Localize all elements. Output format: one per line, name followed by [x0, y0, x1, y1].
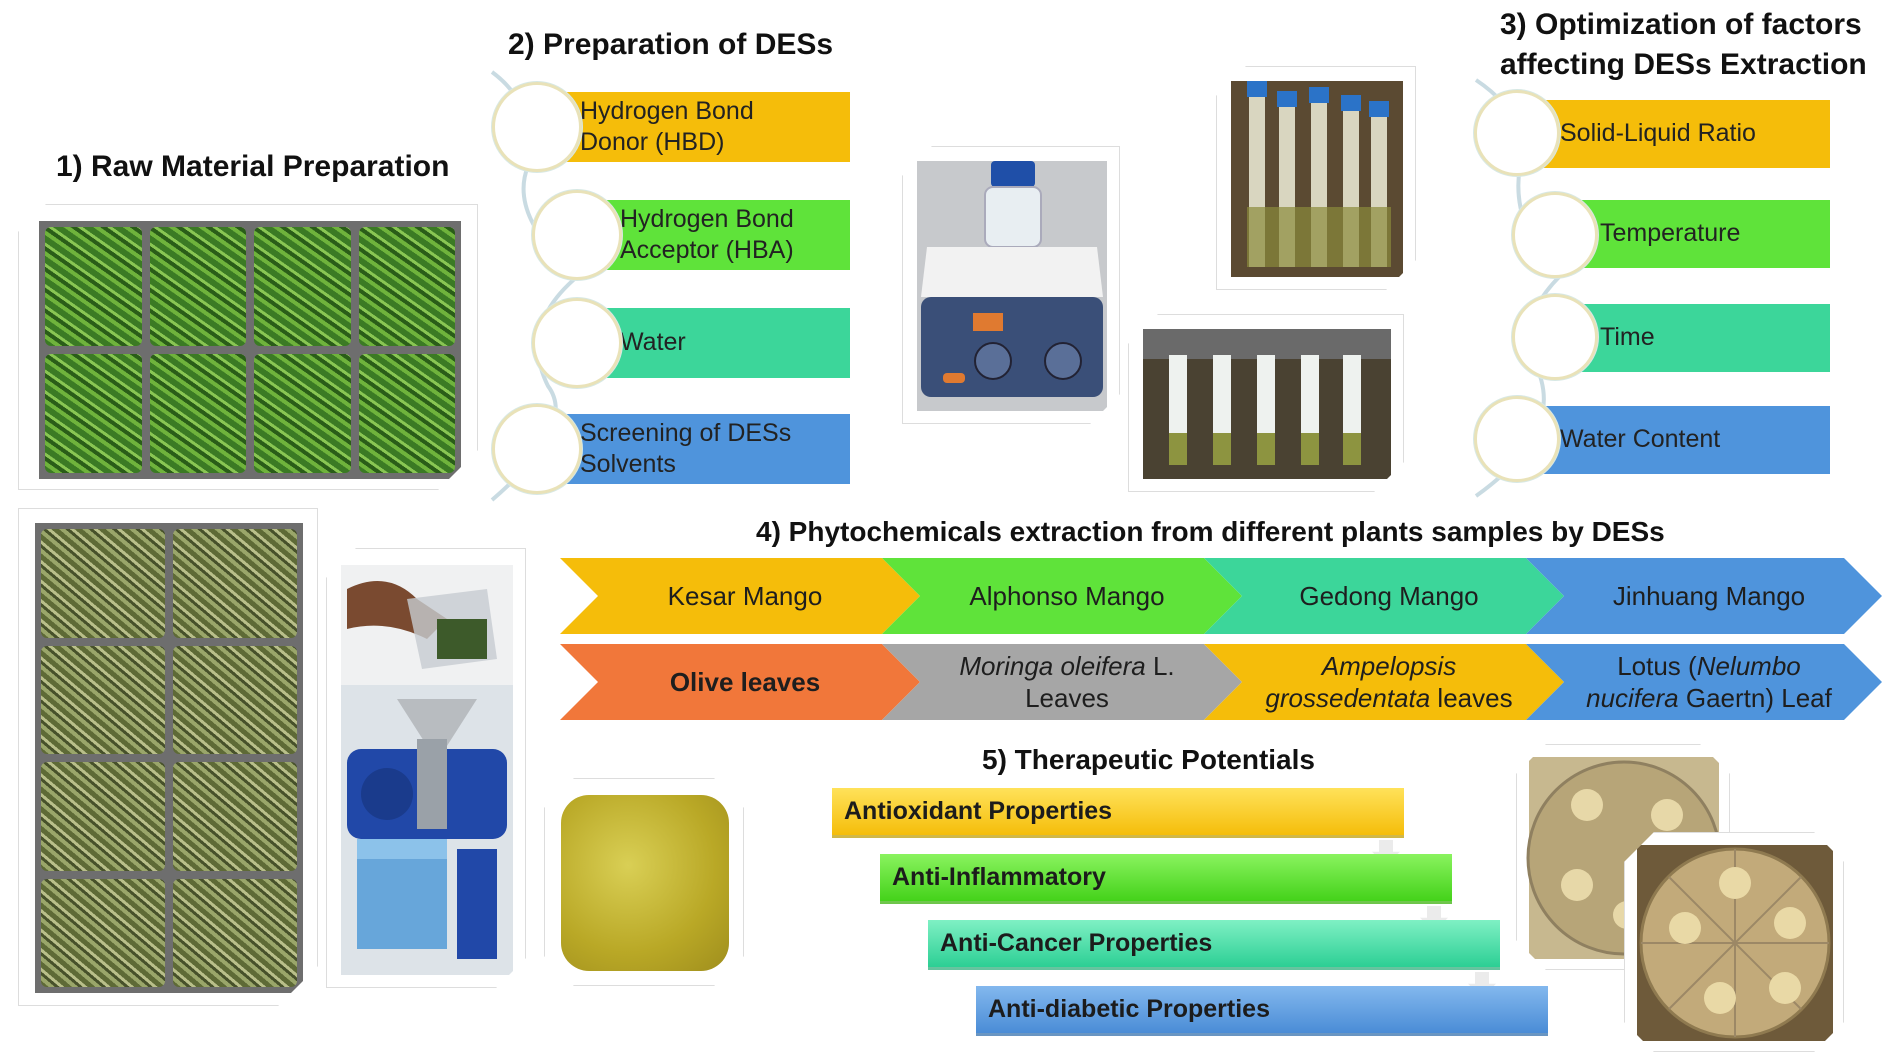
anti-inflammatory-label: Anti-Inflammatory	[892, 863, 1106, 891]
olive-leaves-label: Olive leaves	[669, 666, 821, 697]
petri-dish-photo-2	[1624, 832, 1844, 1052]
temperature-label: Temperature	[1600, 219, 1741, 248]
dried-leaves-photo	[18, 508, 318, 1006]
hba-circle	[532, 190, 622, 280]
section3-title-1: 3) Optimization of factors	[1500, 8, 1862, 41]
section1-title: 1) Raw Material Preparation	[56, 150, 450, 183]
fresh-leaves-photo	[18, 204, 478, 490]
temperature-item: Temperature	[1580, 200, 1830, 268]
lotus-text: Lotus (	[1617, 650, 1697, 681]
alphonso-mango-chevron: Alphonso Mango	[882, 558, 1242, 634]
solid-liquid-label: Solid-Liquid Ratio	[1560, 119, 1756, 148]
ampelopsis-leaves: leaves	[1430, 683, 1513, 713]
powder-photo	[544, 778, 744, 986]
section3-title-2: affecting DESs Extraction	[1500, 48, 1867, 81]
alphonso-mango-label: Alphonso Mango	[969, 580, 1165, 611]
jinhuang-mango-label: Jinhuang Mango	[1612, 580, 1806, 611]
kesar-mango-chevron: Kesar Mango	[560, 558, 920, 634]
moringa-italic: Moringa oleifera	[959, 650, 1146, 681]
moringa-text: L.	[1145, 650, 1175, 681]
anti-cancer-bar: Anti-Cancer Properties	[928, 920, 1500, 970]
section5-title: 5) Therapeutic Potentials	[982, 744, 1315, 775]
screening-label-2: Solvents	[580, 450, 676, 478]
water-label: Water	[620, 328, 686, 357]
hba-label-1: Hydrogen Bond	[620, 204, 794, 233]
water-item: Water	[600, 308, 850, 378]
lotus-italic-1: Nelumbo	[1696, 650, 1801, 681]
time-circle	[1512, 294, 1598, 380]
gedong-mango-label: Gedong Mango	[1299, 580, 1479, 611]
section4-title: 4) Phytochemicals extraction from differ…	[756, 516, 1665, 547]
stirrer-photo	[902, 146, 1120, 424]
jinhuang-mango-chevron: Jinhuang Mango	[1526, 558, 1882, 634]
time-label: Time	[1600, 323, 1655, 352]
anti-diabetic-bar: Anti-diabetic Properties	[976, 986, 1548, 1036]
lotus-chevron: Lotus (Nelumbo nucifera Gaertn) Leaf	[1526, 644, 1882, 720]
grinder-photo	[326, 548, 526, 988]
anti-diabetic-label: Anti-diabetic Properties	[988, 995, 1270, 1023]
moringa-leaves: Leaves	[1025, 683, 1109, 713]
screening-circle	[492, 404, 582, 494]
lotus-italic-2: nucifera	[1586, 683, 1679, 713]
ampelopsis-italic-2: grossedentata	[1265, 683, 1431, 713]
moringa-chevron: Moringa oleifera L. Leaves	[882, 644, 1242, 720]
time-item: Time	[1580, 304, 1830, 372]
lotus-text-2: Gaertn) Leaf	[1678, 683, 1832, 713]
ampelopsis-chevron: Ampelopsis grossedentata leaves	[1204, 644, 1564, 720]
water-content-circle	[1474, 396, 1560, 482]
water-content-label: Water Content	[1560, 425, 1721, 454]
water-content-item: Water Content	[1540, 406, 1830, 474]
hba-label-2: Acceptor (HBA)	[620, 236, 794, 264]
temperature-circle	[1512, 192, 1598, 278]
antioxidant-bar: Antioxidant Properties	[832, 788, 1404, 838]
kesar-mango-label: Kesar Mango	[667, 580, 823, 611]
olive-leaves-chevron: Olive leaves	[560, 644, 920, 720]
ampelopsis-italic-1: Ampelopsis	[1321, 650, 1457, 681]
section2-title: 2) Preparation of DESs	[508, 28, 834, 61]
hbd-circle	[492, 82, 582, 172]
antioxidant-label: Antioxidant Properties	[844, 797, 1113, 825]
anti-inflammatory-bar: Anti-Inflammatory	[880, 854, 1452, 904]
tubes-photo	[1216, 66, 1416, 290]
solid-liquid-circle	[1474, 90, 1560, 176]
solid-liquid-item: Solid-Liquid Ratio	[1540, 100, 1830, 168]
tubes-photo-2	[1128, 314, 1404, 492]
gedong-mango-chevron: Gedong Mango	[1204, 558, 1564, 634]
hbd-label-2: Donor (HBD)	[580, 128, 725, 156]
screening-label-1: Screening of DESs	[580, 418, 792, 447]
hbd-label-1: Hydrogen Bond	[580, 96, 754, 125]
water-circle	[532, 298, 622, 388]
anti-cancer-label: Anti-Cancer Properties	[940, 929, 1213, 957]
